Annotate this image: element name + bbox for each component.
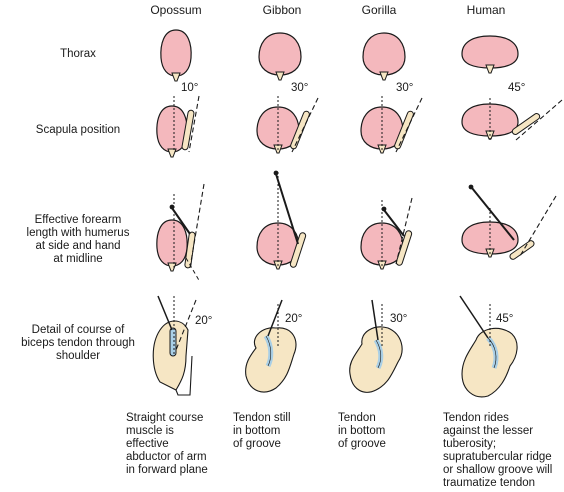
caption-line: tuberosity; <box>443 438 497 450</box>
scapula-angle-opossum: 10° <box>181 82 199 94</box>
caption-human: Tendon rides against the lesser tuberosi… <box>443 412 552 490</box>
caption-opossum: Straight course muscle is effective abdu… <box>126 412 208 477</box>
row-label-line: at midline <box>53 253 103 265</box>
tendon-detail-opossum <box>152 295 197 396</box>
row-label-line: Effective forearm <box>34 214 122 226</box>
scapula-angle-gorilla: 30° <box>396 82 414 94</box>
tendon-angle-human: 45° <box>496 313 514 325</box>
caption-line: abductor of arm <box>126 451 207 463</box>
column-header-gorilla: Gorilla <box>361 3 397 17</box>
tendon-angle-gorilla: 30° <box>390 313 408 325</box>
caption-line: or shallow groove will <box>443 464 553 476</box>
column-header-gibbon: Gibbon <box>262 3 302 17</box>
caption-line: of groove <box>338 438 386 450</box>
scapula-angle-gibbon: 30° <box>291 82 309 94</box>
caption-line: traumatize tendon <box>443 477 536 489</box>
forearm-opossum <box>156 183 205 283</box>
forearm-gibbon <box>256 170 307 270</box>
row-label-line: Detail of course of <box>31 324 125 336</box>
caption-gibbon: Tendon still in bottom of groove <box>233 412 291 451</box>
row-label-effective-forearm: Effective forearm length with humerus at… <box>3 214 153 266</box>
row-label-line: length with humerus <box>26 227 130 239</box>
scapula-gorilla <box>360 96 423 154</box>
caption-line: supratubercular ridge <box>443 451 552 463</box>
column-header-opossum: Opossum <box>150 3 202 17</box>
caption-line: against the lesser <box>443 425 534 437</box>
tendon-angle-gibbon: 20° <box>285 313 303 325</box>
caption-line: Tendon rides <box>443 412 509 424</box>
caption-line: in forward plane <box>126 464 208 476</box>
caption-line: Tendon <box>338 412 376 424</box>
tendon-detail-gorilla <box>349 299 403 393</box>
caption-line: of groove <box>233 438 281 450</box>
tendon-detail-gibbon <box>245 299 297 393</box>
forearm-human <box>461 184 557 260</box>
scapula-human <box>461 98 563 141</box>
caption-line: Tendon still <box>233 412 291 424</box>
thorax-human <box>461 35 519 74</box>
caption-line: muscle is <box>126 425 174 437</box>
thorax-gibbon <box>258 32 302 81</box>
tendon-angle-opossum: 20° <box>195 315 213 327</box>
scapula-angle-human: 45° <box>508 82 526 94</box>
caption-gorilla: Tendon in bottom of groove <box>338 412 386 451</box>
thorax-gorilla <box>362 32 406 81</box>
caption-line: in bottom <box>233 425 281 437</box>
thorax-opossum <box>160 29 192 82</box>
tendon-detail-human <box>459 295 518 398</box>
forearm-gorilla <box>360 197 413 270</box>
row-label-line: at side and hand <box>35 240 121 252</box>
caption-line: in bottom <box>338 425 386 437</box>
scapula-gibbon <box>256 96 319 154</box>
row-label-scapula-position: Scapula position <box>35 124 121 136</box>
row-label-biceps-tendon: Detail of course of biceps tendon throug… <box>3 324 153 363</box>
caption-line: effective <box>126 438 169 450</box>
caption-line: Straight course <box>126 412 204 424</box>
column-header-human: Human <box>466 3 506 17</box>
scapula-opossum <box>156 95 200 158</box>
row-label-thorax: Thorax <box>60 48 96 60</box>
row-label-line: shoulder <box>55 350 101 362</box>
row-label-line: biceps tendon through <box>21 337 135 349</box>
